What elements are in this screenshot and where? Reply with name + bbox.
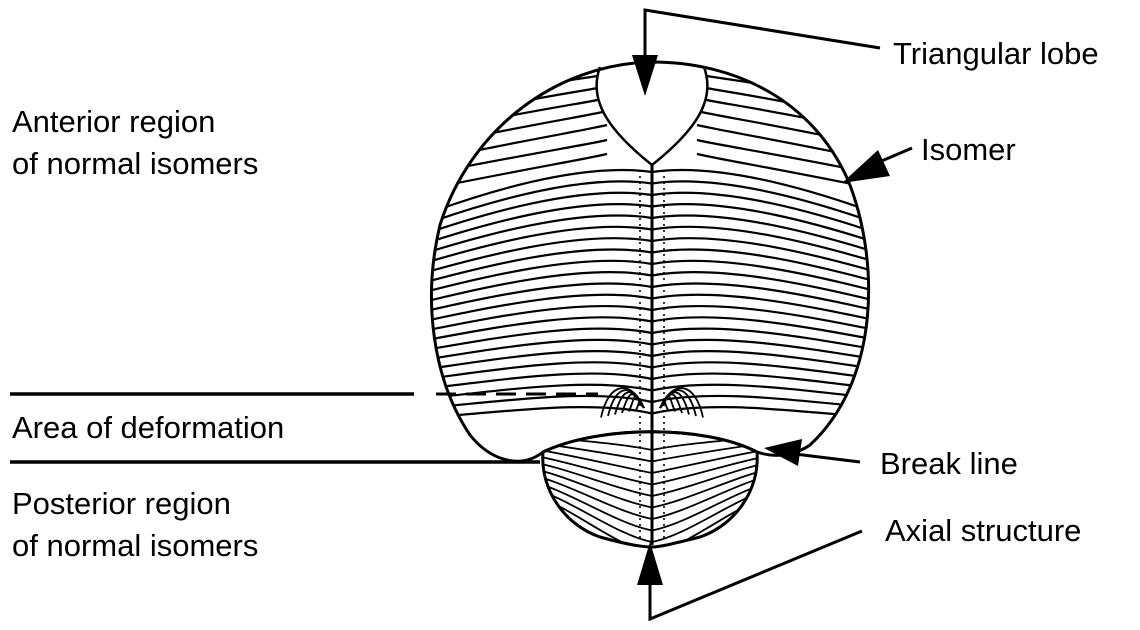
isomer-stripe — [697, 125, 932, 172]
isomer-stripe — [392, 170, 652, 227]
posterior-stripe — [522, 434, 652, 450]
isomer-stripe — [652, 374, 912, 393]
isomer-stripe — [392, 204, 652, 254]
posterior-stripe — [522, 460, 652, 496]
isomer-stripe — [360, 140, 607, 188]
break-line-arrowhead — [764, 439, 802, 466]
posterior-region-label-line1: Posterior region — [12, 485, 231, 523]
posterior-stripe — [652, 525, 782, 611]
isomer-stripe — [392, 374, 652, 393]
anterior-region-label-line1: Anterior region — [12, 103, 215, 141]
anterior-region-label-line2: of normal isomers — [12, 145, 258, 183]
isomer-stripe — [652, 407, 912, 420]
break-line-pointer — [795, 454, 860, 462]
posterior-stripe — [652, 499, 782, 565]
posterior-stripe — [652, 434, 782, 450]
isomer-stripe — [385, 111, 607, 155]
isomer-stripe — [440, 74, 607, 105]
posterior-region-label-line2: of normal isomers — [12, 527, 258, 565]
isomer-stripe — [652, 306, 912, 337]
isomer-stripe — [652, 170, 912, 227]
axial-structure-arrowhead — [637, 542, 663, 585]
triangular-lobe-label: Triangular lobe — [893, 35, 1099, 73]
triangular-lobe-pointer — [645, 10, 880, 62]
isomer-label: Isomer — [921, 131, 1016, 169]
isomer-stripe — [652, 317, 912, 346]
posterior-stripe — [652, 512, 782, 588]
posterior-stripe — [522, 467, 652, 508]
isomer-arrowhead — [842, 150, 890, 183]
posterior-stripe — [522, 512, 652, 588]
posterior-stripe — [652, 506, 782, 577]
posterior-stripe — [652, 467, 782, 508]
isomer-stripe — [392, 317, 652, 346]
area-of-deformation-label: Area of deformation — [12, 409, 284, 447]
isomer-stripe — [652, 204, 912, 254]
isomer-stripe — [652, 215, 912, 263]
posterior-stripe — [522, 525, 652, 611]
axial-structure-pointer — [650, 531, 862, 619]
posterior-stripe — [652, 441, 782, 462]
break-line-label: Break line — [880, 445, 1018, 483]
isomer-stripe — [392, 362, 652, 383]
posterior-stripe — [652, 460, 782, 496]
isomer-stripe — [697, 111, 919, 155]
axial-structure-label: Axial structure — [885, 512, 1081, 550]
triangular-lobe — [597, 67, 708, 165]
isomer-stripe — [697, 140, 944, 188]
isomer-stripe — [372, 125, 607, 172]
isomer-stripe — [392, 215, 652, 263]
isomer-stripe — [392, 407, 652, 420]
isomer-stripe — [652, 362, 912, 383]
posterior-stripe — [522, 506, 652, 577]
